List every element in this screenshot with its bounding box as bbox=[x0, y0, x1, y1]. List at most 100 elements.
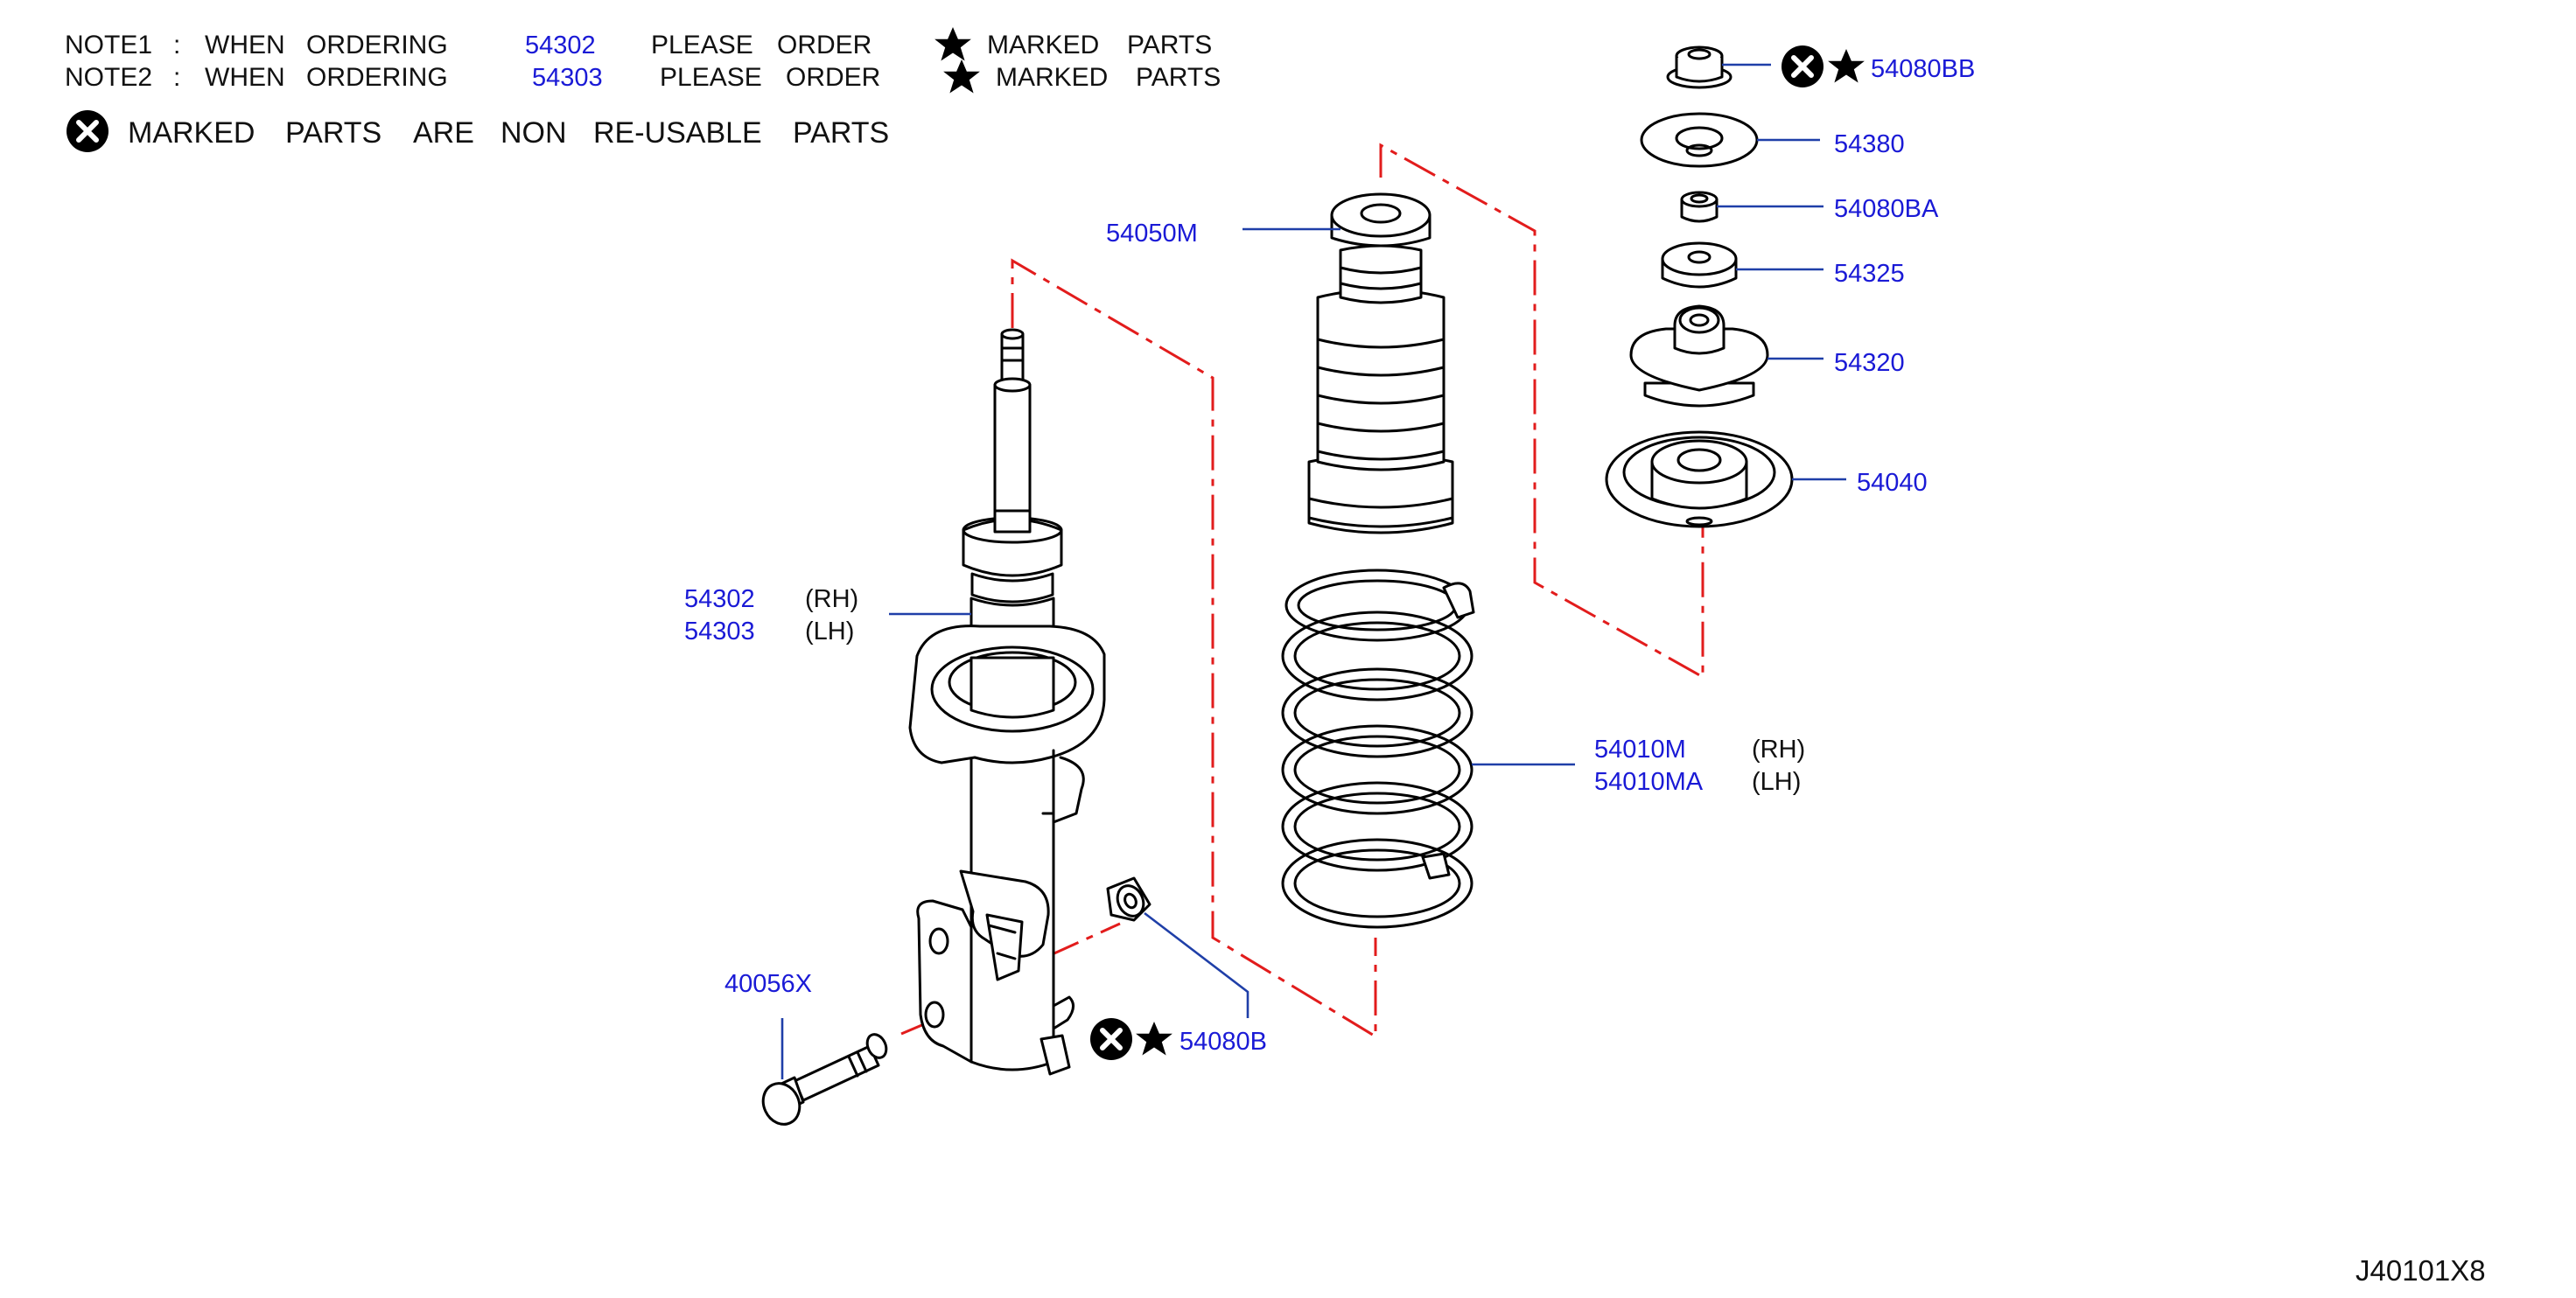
spring-coil-2 bbox=[1281, 781, 1474, 872]
label-54010ma[interactable]: 54010MA bbox=[1594, 768, 1704, 796]
note1-label: NOTE1 bbox=[65, 31, 152, 59]
label-54320[interactable]: 54320 bbox=[1834, 349, 1905, 377]
label-54302-side: (RH) bbox=[805, 585, 858, 613]
label-54080ba[interactable]: 54080BA bbox=[1834, 195, 1939, 223]
bolt-tip bbox=[865, 1033, 888, 1059]
coil-spring-54010m[interactable] bbox=[1281, 569, 1475, 929]
label-54080b[interactable]: 54080B bbox=[1180, 1028, 1267, 1056]
mount-54320-hole bbox=[1689, 313, 1710, 327]
strut-seat-bracket bbox=[1041, 749, 1055, 815]
note1-word-order: ORDER bbox=[777, 31, 872, 59]
note3-word-parts: PARTS bbox=[285, 116, 382, 150]
label-54040[interactable]: 54040 bbox=[1857, 469, 1928, 497]
leader-54080b bbox=[1144, 911, 1250, 1018]
note-1: NOTE1 : WHEN ORDERING 54302 PLEASE ORDER… bbox=[65, 27, 1212, 61]
star-icon bbox=[943, 59, 980, 94]
mount-54320-flange bbox=[1629, 327, 1769, 392]
note1-word-when: WHEN bbox=[205, 31, 285, 59]
label-54080bb[interactable]: 54080BB bbox=[1871, 55, 1975, 83]
spring-coil-5 bbox=[1281, 611, 1474, 701]
spring-coil-4 bbox=[1281, 667, 1474, 758]
strut-rod-collar bbox=[993, 509, 1032, 534]
label-54050m[interactable]: 54050M bbox=[1106, 220, 1198, 248]
label-40056x[interactable]: 40056X bbox=[724, 970, 812, 998]
label-54380[interactable]: 54380 bbox=[1834, 130, 1905, 158]
strut-assembly[interactable] bbox=[908, 328, 1106, 1076]
label-54010ma-side: (LH) bbox=[1752, 768, 1801, 796]
bumper-cap-hole bbox=[1360, 203, 1402, 224]
top-nut-54080bb-hex bbox=[1675, 56, 1724, 83]
spring-seat-54040[interactable] bbox=[1605, 430, 1794, 528]
note1-word-parts: PARTS bbox=[1127, 31, 1212, 59]
nut-54080b[interactable] bbox=[1106, 876, 1152, 922]
strut-hose-bracket bbox=[959, 869, 1050, 958]
note2-word-ordering: ORDERING bbox=[306, 63, 448, 92]
strut-bracket-hole-upper bbox=[928, 927, 949, 955]
mount-insulator-54320[interactable] bbox=[1629, 304, 1769, 408]
note2-word-please: PLEASE bbox=[660, 63, 762, 92]
strut-axis-line bbox=[1011, 258, 1377, 1039]
nut-54080ba[interactable] bbox=[1680, 191, 1718, 223]
label-54010m-side: (RH) bbox=[1752, 736, 1805, 764]
note1-colon: : bbox=[173, 31, 180, 59]
label-54303-side: (LH) bbox=[805, 618, 854, 646]
bolt-40056x[interactable] bbox=[757, 1031, 890, 1130]
nut-54080bb[interactable] bbox=[1666, 45, 1732, 89]
star-icon bbox=[934, 27, 971, 61]
label-54010m[interactable]: 54010M bbox=[1594, 736, 1686, 764]
note-3: MARKED PARTS ARE NON RE-USABLE PARTS bbox=[66, 110, 889, 152]
bolt-thread bbox=[847, 1050, 868, 1078]
part-labels: 54080BB 54380 54080BA 54325 54320 54040 … bbox=[684, 45, 1975, 1060]
bushing-54325-hole bbox=[1687, 250, 1712, 264]
mount-54320-cap bbox=[1678, 306, 1720, 334]
note3-word-re-usable: RE-USABLE bbox=[593, 116, 762, 150]
strut-bump-ring bbox=[970, 572, 1054, 604]
strut-seat-lug bbox=[1052, 756, 1085, 824]
strut-bracket-hole-lower bbox=[924, 1001, 945, 1029]
label-54303[interactable]: 54303 bbox=[684, 618, 755, 646]
strut-cylinder-upper bbox=[970, 656, 1055, 719]
bumper-neck-ribs bbox=[1339, 266, 1423, 290]
spring-coil-3-inner bbox=[1293, 735, 1461, 805]
note2-word-order: ORDER bbox=[786, 63, 880, 92]
note2-word-when: WHEN bbox=[205, 63, 285, 92]
label-54325[interactable]: 54325 bbox=[1834, 260, 1905, 288]
bolt-shank bbox=[793, 1044, 880, 1102]
note3-word-non: NON bbox=[500, 116, 567, 150]
spring-coil-5-inner bbox=[1293, 621, 1461, 691]
leader-lines bbox=[780, 63, 1846, 1079]
label-54302[interactable]: 54302 bbox=[684, 585, 755, 613]
note1-word-please: PLEASE bbox=[651, 31, 753, 59]
note1-word-marked: MARKED bbox=[987, 31, 1099, 59]
star-icon bbox=[1136, 1022, 1172, 1056]
bound-bumper-54050m[interactable] bbox=[1307, 192, 1454, 534]
note2-colon: : bbox=[173, 63, 180, 92]
strut-hose-clip-lines bbox=[987, 924, 1017, 960]
bumper-boot-ribs bbox=[1316, 338, 1446, 461]
spring-top-end bbox=[1442, 582, 1475, 619]
washer-54380-dome bbox=[1675, 126, 1724, 150]
bumper-lower-ribs bbox=[1307, 497, 1454, 528]
bolt-head bbox=[761, 1082, 802, 1126]
bushing-54325[interactable] bbox=[1661, 241, 1738, 289]
washer-54380[interactable] bbox=[1640, 112, 1759, 168]
note1-part-number[interactable]: 54302 bbox=[525, 31, 596, 59]
spring-coil-3 bbox=[1281, 724, 1474, 815]
diagram-reference-code: J40101X8 bbox=[2356, 1254, 2486, 1287]
spring-coil-1-inner bbox=[1293, 848, 1461, 918]
bumper-boot bbox=[1316, 288, 1446, 471]
nut-hole bbox=[1124, 892, 1138, 910]
note2-label: NOTE2 bbox=[65, 63, 152, 92]
spring-coil-2-inner bbox=[1293, 792, 1461, 862]
note-2: NOTE2 : WHEN ORDERING 54303 PLEASE ORDER… bbox=[65, 59, 1221, 94]
bolt-nut-axis-line bbox=[1046, 922, 1121, 959]
nut-54080ba-face bbox=[1680, 191, 1718, 208]
mount-54320-base bbox=[1643, 381, 1755, 408]
star-icon bbox=[1828, 49, 1865, 83]
note2-part-number[interactable]: 54303 bbox=[532, 64, 603, 92]
washer-54380-hole bbox=[1685, 143, 1713, 157]
nut-54080ba-hole bbox=[1690, 193, 1709, 204]
spring-coil-4-inner bbox=[1293, 678, 1461, 748]
top-nut-54080bb-hole bbox=[1687, 48, 1712, 60]
